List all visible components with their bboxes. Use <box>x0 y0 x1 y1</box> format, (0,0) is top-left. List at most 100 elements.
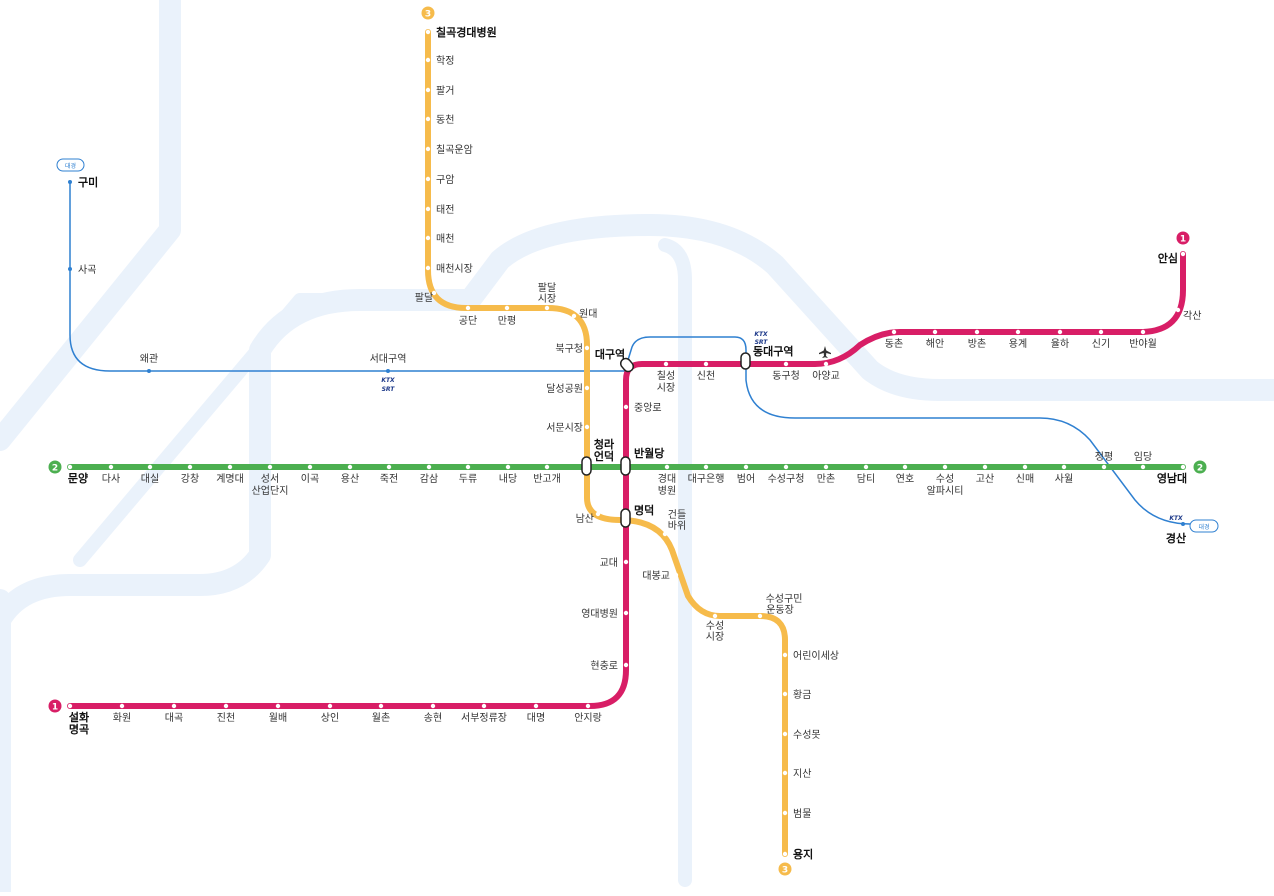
station-label[interactable]: 언덕 <box>594 449 614 463</box>
station-label[interactable]: 월촌 <box>372 712 390 724</box>
station-label[interactable]: 계명대 <box>216 473 244 485</box>
station-label[interactable]: 대실 <box>141 473 159 485</box>
station-label[interactable]: 칠성 <box>657 370 675 382</box>
station-label[interactable]: 내당 <box>499 473 517 485</box>
transfer-banwoldang[interactable] <box>620 456 631 476</box>
station-label[interactable]: 명덕 <box>634 503 654 517</box>
line3-badge-north[interactable]: 3 <box>421 6 435 20</box>
station-label[interactable]: 서대구역 <box>370 353 407 365</box>
station-label[interactable]: 수성 <box>706 620 724 632</box>
station-label[interactable]: 죽전 <box>380 473 398 485</box>
station-label[interactable]: 해안 <box>926 337 944 350</box>
station-label[interactable]: 황금 <box>793 689 811 701</box>
line2-badge-east[interactable]: 2 <box>1193 460 1207 474</box>
station-label[interactable]: 병원 <box>658 485 676 497</box>
station-label[interactable]: 서부정류장 <box>461 712 507 724</box>
station-label[interactable]: 동구청 <box>772 370 800 382</box>
station-label[interactable]: 바위 <box>668 519 686 532</box>
station-label[interactable]: 대곡 <box>165 712 183 724</box>
line2-badge-west[interactable]: 2 <box>48 460 62 474</box>
transfer-daeguyeok[interactable] <box>619 356 636 373</box>
station-label[interactable]: 대구역 <box>595 347 625 361</box>
station-label[interactable]: 달성공원 <box>546 383 583 395</box>
station-label[interactable]: 만평 <box>498 315 516 327</box>
station-label[interactable]: 송현 <box>424 712 442 724</box>
station-label[interactable]: 수성구청 <box>768 473 805 485</box>
station-label[interactable]: 청라 <box>594 437 615 451</box>
station-label[interactable]: 산업단지 <box>252 484 289 497</box>
station-label[interactable]: 공단 <box>459 315 477 327</box>
station-label[interactable]: 방촌 <box>968 338 986 350</box>
station-label[interactable]: 만촌 <box>817 473 835 485</box>
station-label[interactable]: 감삼 <box>420 473 438 485</box>
station-label[interactable]: 용계 <box>1009 338 1027 350</box>
line1-badge-west[interactable]: 1 <box>48 699 62 713</box>
station-label[interactable]: 교대 <box>600 557 618 569</box>
station-label[interactable]: 대명 <box>527 712 545 724</box>
station-label[interactable]: 아양교 <box>812 370 840 382</box>
station-label[interactable]: 매천 <box>436 233 454 245</box>
station-label[interactable]: 담티 <box>857 473 875 485</box>
station-label[interactable]: 각산 <box>1183 310 1201 322</box>
station-label[interactable]: 성서 <box>261 473 279 485</box>
station-label[interactable]: 대구은행 <box>688 473 725 485</box>
station-label[interactable]: 범어 <box>737 473 755 485</box>
line1-badge-east[interactable]: 1 <box>1176 231 1190 245</box>
station-label[interactable]: 영대병원 <box>581 608 618 620</box>
station-label[interactable]: 이곡 <box>301 473 319 485</box>
station-label[interactable]: 수성못 <box>793 729 821 741</box>
station-label[interactable]: 상인 <box>321 712 339 724</box>
station-label[interactable]: 서문시장 <box>546 422 583 434</box>
station-label[interactable]: 영남대 <box>1157 471 1187 485</box>
station-label[interactable]: 수성 <box>936 473 954 485</box>
station-label[interactable]: 어린이세상 <box>793 650 839 662</box>
station-label[interactable]: 범물 <box>793 808 811 820</box>
station-label[interactable]: 정평 <box>1095 451 1113 463</box>
station-label[interactable]: 명곡 <box>69 722 89 736</box>
station-label[interactable]: 시장 <box>657 382 675 394</box>
station-label[interactable]: 중앙로 <box>634 402 662 414</box>
station-label[interactable]: 왜관 <box>140 353 158 365</box>
station-label[interactable]: 신천 <box>697 370 715 382</box>
station-label[interactable]: 두류 <box>459 473 477 485</box>
transfer-myeongdeok[interactable] <box>620 508 631 528</box>
station-label[interactable]: 용지 <box>793 847 813 861</box>
station-label[interactable]: 문양 <box>68 471 88 485</box>
station-label[interactable]: 신기 <box>1092 338 1110 350</box>
station-label[interactable]: 매천시장 <box>436 263 473 275</box>
station-label[interactable]: 월배 <box>269 712 287 724</box>
station-label[interactable]: 시장 <box>538 293 556 305</box>
station-label[interactable]: 신매 <box>1016 473 1034 485</box>
station-label[interactable]: 율하 <box>1051 337 1069 350</box>
station-label[interactable]: 건들 <box>668 509 686 521</box>
station-label[interactable]: 알파시티 <box>927 485 964 497</box>
station-label[interactable]: 연호 <box>896 473 914 485</box>
station-label[interactable]: 설화 <box>69 710 89 724</box>
station-label[interactable]: 원대 <box>579 308 597 320</box>
station-label[interactable]: 구암 <box>436 174 454 186</box>
transfer-cheongna[interactable] <box>581 456 592 476</box>
station-label[interactable]: 북구청 <box>555 343 583 355</box>
station-label[interactable]: 강창 <box>181 473 199 485</box>
station-label[interactable]: 태전 <box>436 204 454 216</box>
station-label[interactable]: 사월 <box>1055 473 1073 485</box>
station-label[interactable]: 운동장 <box>766 604 794 616</box>
station-label[interactable]: 동대구역 <box>753 344 793 358</box>
station-label[interactable]: 고산 <box>976 473 994 485</box>
station-label[interactable]: 남산 <box>576 513 594 525</box>
station-label[interactable]: 학정 <box>436 55 454 67</box>
line3-badge-south[interactable]: 3 <box>778 862 792 876</box>
station-label[interactable]: 지산 <box>793 768 811 780</box>
station-label[interactable]: 용산 <box>341 473 359 485</box>
station-label[interactable]: 경대 <box>658 472 676 485</box>
station-label[interactable]: 대봉교 <box>642 570 670 582</box>
station-label[interactable]: 반야월 <box>1129 338 1157 350</box>
station-label[interactable]: 동촌 <box>885 338 903 350</box>
station-label[interactable]: 칠곡경대병원 <box>436 25 497 39</box>
station-label[interactable]: 팔달 <box>538 282 556 294</box>
station-label[interactable]: 임당 <box>1134 450 1152 463</box>
station-label[interactable]: 구미 <box>78 175 98 189</box>
station-label[interactable]: 팔거 <box>436 85 454 97</box>
station-label[interactable]: 화원 <box>113 712 131 724</box>
station-label[interactable]: 시장 <box>706 631 724 643</box>
